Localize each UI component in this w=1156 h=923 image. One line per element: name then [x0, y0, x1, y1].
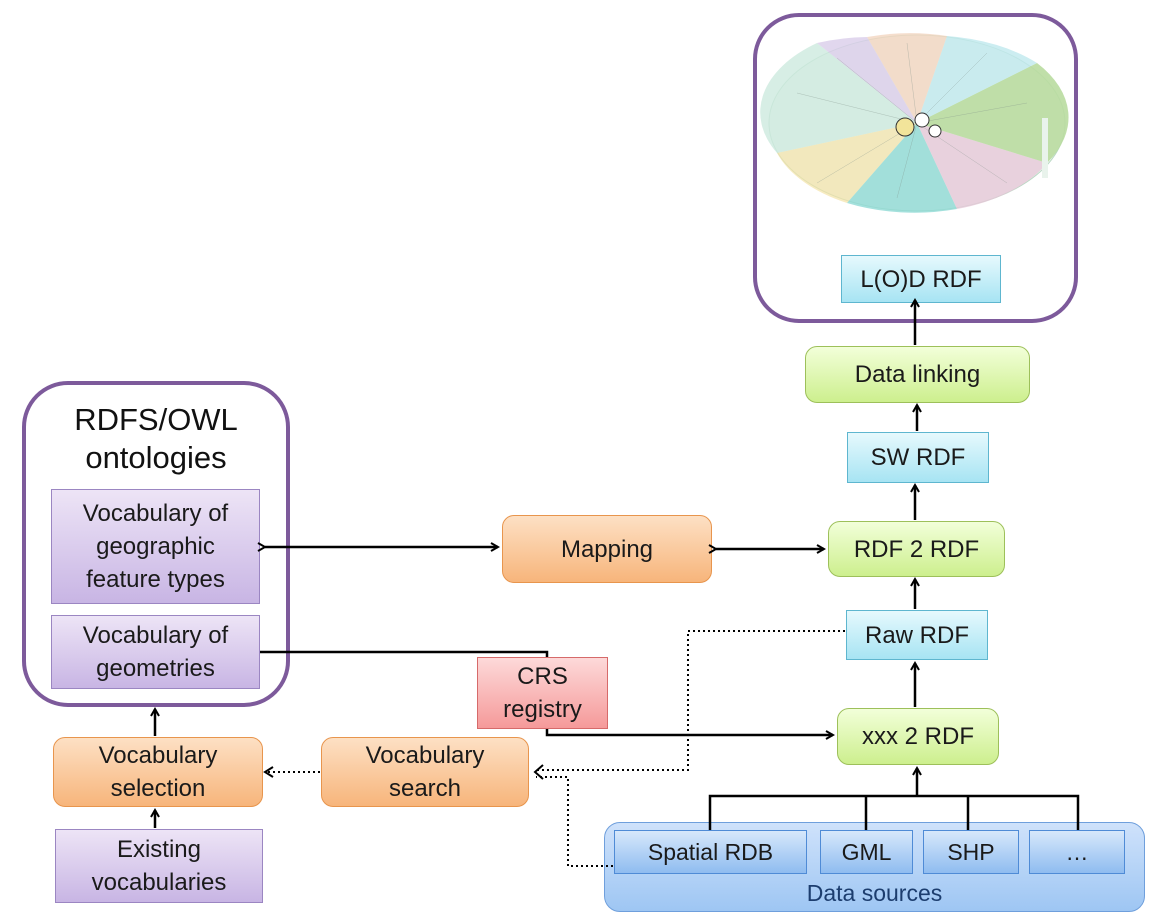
data-source-spatial-rdb: Spatial RDB [614, 830, 807, 874]
lod-cloud-container: L(O)D RDF [753, 13, 1078, 323]
sw-rdf-box: SW RDF [847, 432, 989, 483]
arrow-crs-to-xxx2rdf [545, 729, 833, 735]
vocabulary-selection-box: Vocabulary selection [53, 737, 263, 807]
lod-rdf-box: L(O)D RDF [841, 255, 1001, 303]
mapping-box: Mapping [502, 515, 712, 583]
vocabulary-search-box: Vocabulary search [321, 737, 529, 807]
vocab-geometries-box: Vocabulary of geometries [51, 615, 260, 689]
data-sources-bracket [708, 794, 1080, 830]
existing-vocabularies-box: Existing vocabularies [55, 829, 263, 903]
raw-rdf-box: Raw RDF [846, 610, 988, 660]
line-geometries-to-crs [260, 650, 549, 657]
rdf2rdf-box: RDF 2 RDF [828, 521, 1005, 577]
data-source-gml: GML [820, 830, 913, 874]
lod-cloud-image [760, 33, 1069, 213]
xxx2rdf-box: xxx 2 RDF [837, 708, 999, 765]
ontologies-title: RDFS/OWL ontologies [74, 402, 238, 475]
dotted-rawrdf-to-search [536, 630, 845, 771]
data-linking-box: Data linking [805, 346, 1030, 403]
data-sources-label: Data sources [806, 880, 943, 906]
data-source-more: … [1029, 830, 1125, 874]
vocab-feature-types-box: Vocabulary of geographic feature types [51, 489, 260, 604]
crs-registry-box: CRS registry [477, 657, 608, 729]
dotted-sources-to-search [536, 776, 613, 867]
data-source-shp: SHP [923, 830, 1019, 874]
